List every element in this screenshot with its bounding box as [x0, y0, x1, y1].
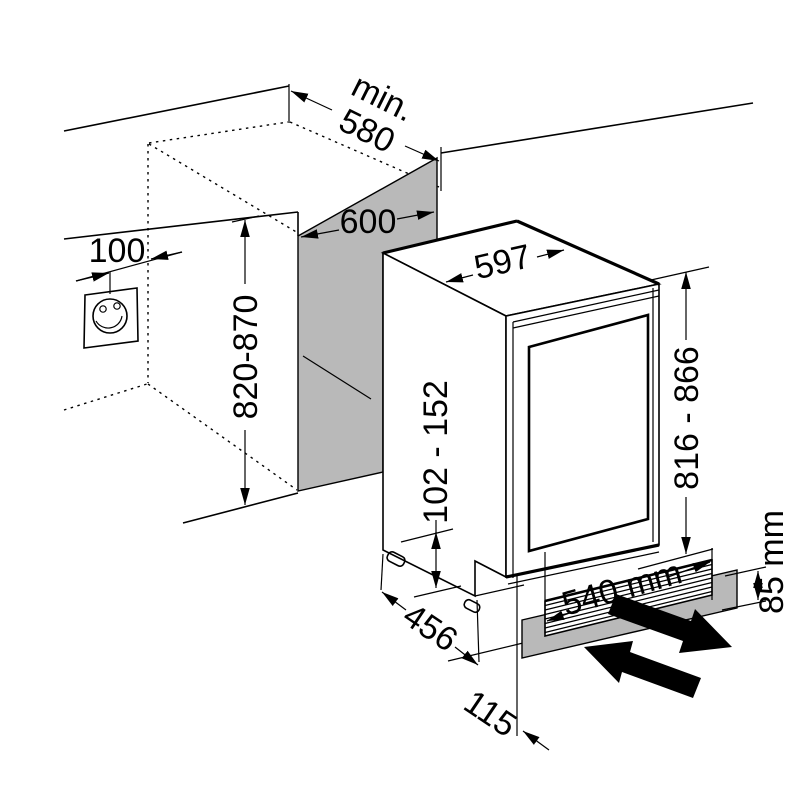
louver-top-edge [544, 558, 713, 603]
dim-vent-height: 85 mm [721, 510, 791, 614]
appliance-foot-front [463, 598, 481, 614]
power-socket-icon [83, 287, 139, 349]
dim-label-base-recess: 115 [457, 683, 523, 745]
arrow-right [536, 249, 565, 259]
extension-line-top [650, 266, 710, 281]
extension-line-bottom [413, 585, 462, 598]
niche-panel-detail-line [302, 355, 372, 400]
extension-line-rear [380, 553, 384, 591]
worktop-front-edge-right [440, 102, 754, 154]
louver-slat [544, 572, 713, 616]
arrow-upleft [381, 591, 407, 611]
dim-socket-distance: 100 [75, 232, 183, 294]
niche-top-back-edge [148, 121, 289, 144]
arrow-left [75, 272, 110, 282]
dim-niche-width: 600 [300, 203, 435, 241]
dim-base-height: 102 - 152 [400, 380, 462, 598]
socket-plate [83, 287, 139, 349]
arrow-right [396, 210, 435, 220]
extension-line-bottom [721, 600, 767, 611]
socket-ring [92, 298, 128, 334]
top-back-left-edge [382, 219, 518, 255]
top-back-right-edge [516, 219, 660, 286]
door-underside-edge [507, 551, 660, 585]
niche-bottom-left-depth-edge [147, 383, 298, 491]
arrow-right [667, 561, 711, 578]
arrow-upleft [290, 90, 333, 111]
extension-line-bottom [637, 548, 714, 570]
niche-top-left-depth-edge [148, 143, 299, 234]
wall-floor-edge [63, 383, 148, 411]
airflow-out-arrow [608, 594, 732, 653]
airflow-in-arrow [584, 641, 701, 698]
appliance-foot-rear [386, 551, 406, 567]
extension-line-top [724, 566, 767, 577]
dim-label-appliance-depth: 456 [396, 596, 464, 659]
arrow-left [300, 229, 340, 239]
floor-edge-niche [182, 492, 299, 524]
dim-label-appliance-height: 816 - 866 [668, 346, 706, 490]
arrow-left [546, 609, 579, 622]
plinth-bottom-edge [474, 584, 525, 597]
extension-line-front [476, 599, 480, 663]
dim-label-socket-distance: 100 [89, 232, 146, 270]
dim-appliance-height: 816 - 866 [637, 266, 714, 570]
socket-hole-left [99, 305, 107, 313]
top-tick [231, 215, 260, 223]
socket-hole-right [113, 302, 121, 310]
dim-label-niche-width: 600 [340, 203, 397, 241]
dim-label-base-height: 102 - 152 [417, 380, 455, 524]
dim-niche-height: 820-870 [227, 215, 265, 505]
dim-label-niche-height: 820-870 [227, 295, 265, 420]
wall-top-edge [63, 85, 290, 132]
door-top-bevel-1 [512, 289, 660, 323]
extension-line-top [400, 528, 454, 543]
louver-slat [544, 568, 713, 611]
arrow-right [150, 250, 183, 260]
door-glass-frame [527, 313, 650, 553]
door-top-bevel-2 [512, 295, 660, 329]
socket-earth-arc [95, 315, 123, 329]
dim-label-vent-height: 85 mm [753, 510, 791, 614]
appliance [380, 219, 662, 614]
arrow-downright [404, 145, 440, 162]
floor-edge-front [447, 642, 524, 662]
door-bottom-edge [505, 543, 660, 579]
arrow-left [445, 273, 474, 283]
leader-arrow [522, 730, 550, 751]
airflow-arrows [584, 594, 732, 698]
